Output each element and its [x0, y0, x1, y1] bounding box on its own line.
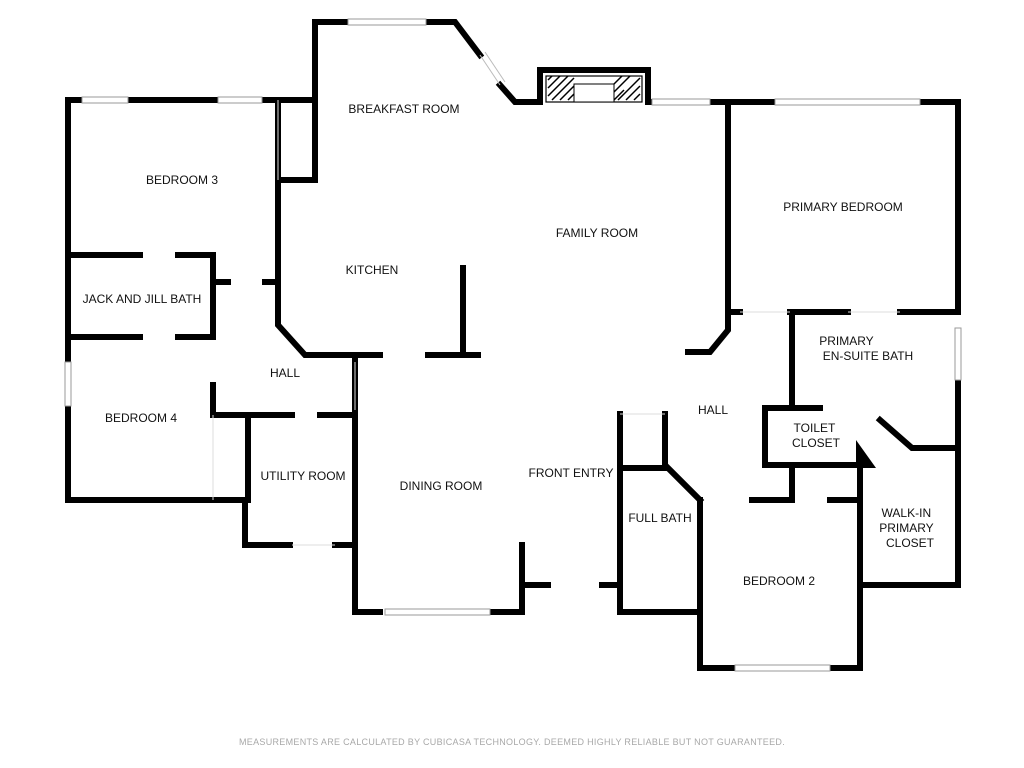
label-bedroom-4: BEDROOM 4 — [105, 411, 177, 425]
room-labels: BREAKFAST ROOM BEDROOM 3 FAMILY ROOM PRI… — [83, 102, 937, 588]
label-family-room: FAMILY ROOM — [556, 226, 638, 240]
label-kitchen: KITCHEN — [346, 263, 399, 277]
label-toilet-closet-line2: CLOSET — [792, 436, 841, 450]
label-breakfast-room: BREAKFAST ROOM — [348, 102, 459, 116]
disclaimer-text: MEASUREMENTS ARE CALCULATED BY CUBICASA … — [239, 737, 785, 747]
label-primary-ensuite-bath: PRIMARY EN-SUITE BATH — [819, 334, 913, 363]
windows — [64, 18, 962, 672]
label-primary-bedroom: PRIMARY BEDROOM — [783, 200, 903, 214]
label-walk-in-line2: PRIMARY — [879, 521, 933, 535]
label-walk-in-primary-closet: WALK-IN PRIMARY CLOSET — [879, 506, 937, 550]
label-hall-east: HALL — [698, 403, 728, 417]
label-jack-and-jill-bath: JACK AND JILL BATH — [83, 292, 202, 306]
label-toilet-closet: TOILET CLOSET — [792, 421, 841, 450]
label-dining-room: DINING ROOM — [400, 479, 483, 493]
label-bedroom-3: BEDROOM 3 — [146, 173, 218, 187]
label-toilet-closet-line1: TOILET — [794, 421, 836, 435]
label-primary-ensuite-line1: PRIMARY — [819, 334, 873, 348]
label-walk-in-line1: WALK-IN — [882, 506, 932, 520]
label-full-bath: FULL BATH — [628, 511, 691, 525]
label-utility-room: UTILITY ROOM — [260, 469, 345, 483]
label-front-entry: FRONT ENTRY — [529, 466, 614, 480]
label-primary-ensuite-line2: EN-SUITE BATH — [823, 349, 913, 363]
door-openings — [212, 100, 900, 546]
label-hall-west: HALL — [270, 366, 300, 380]
label-walk-in-line3: CLOSET — [886, 536, 935, 550]
label-bedroom-2: BEDROOM 2 — [743, 574, 815, 588]
fireplace — [545, 75, 643, 103]
